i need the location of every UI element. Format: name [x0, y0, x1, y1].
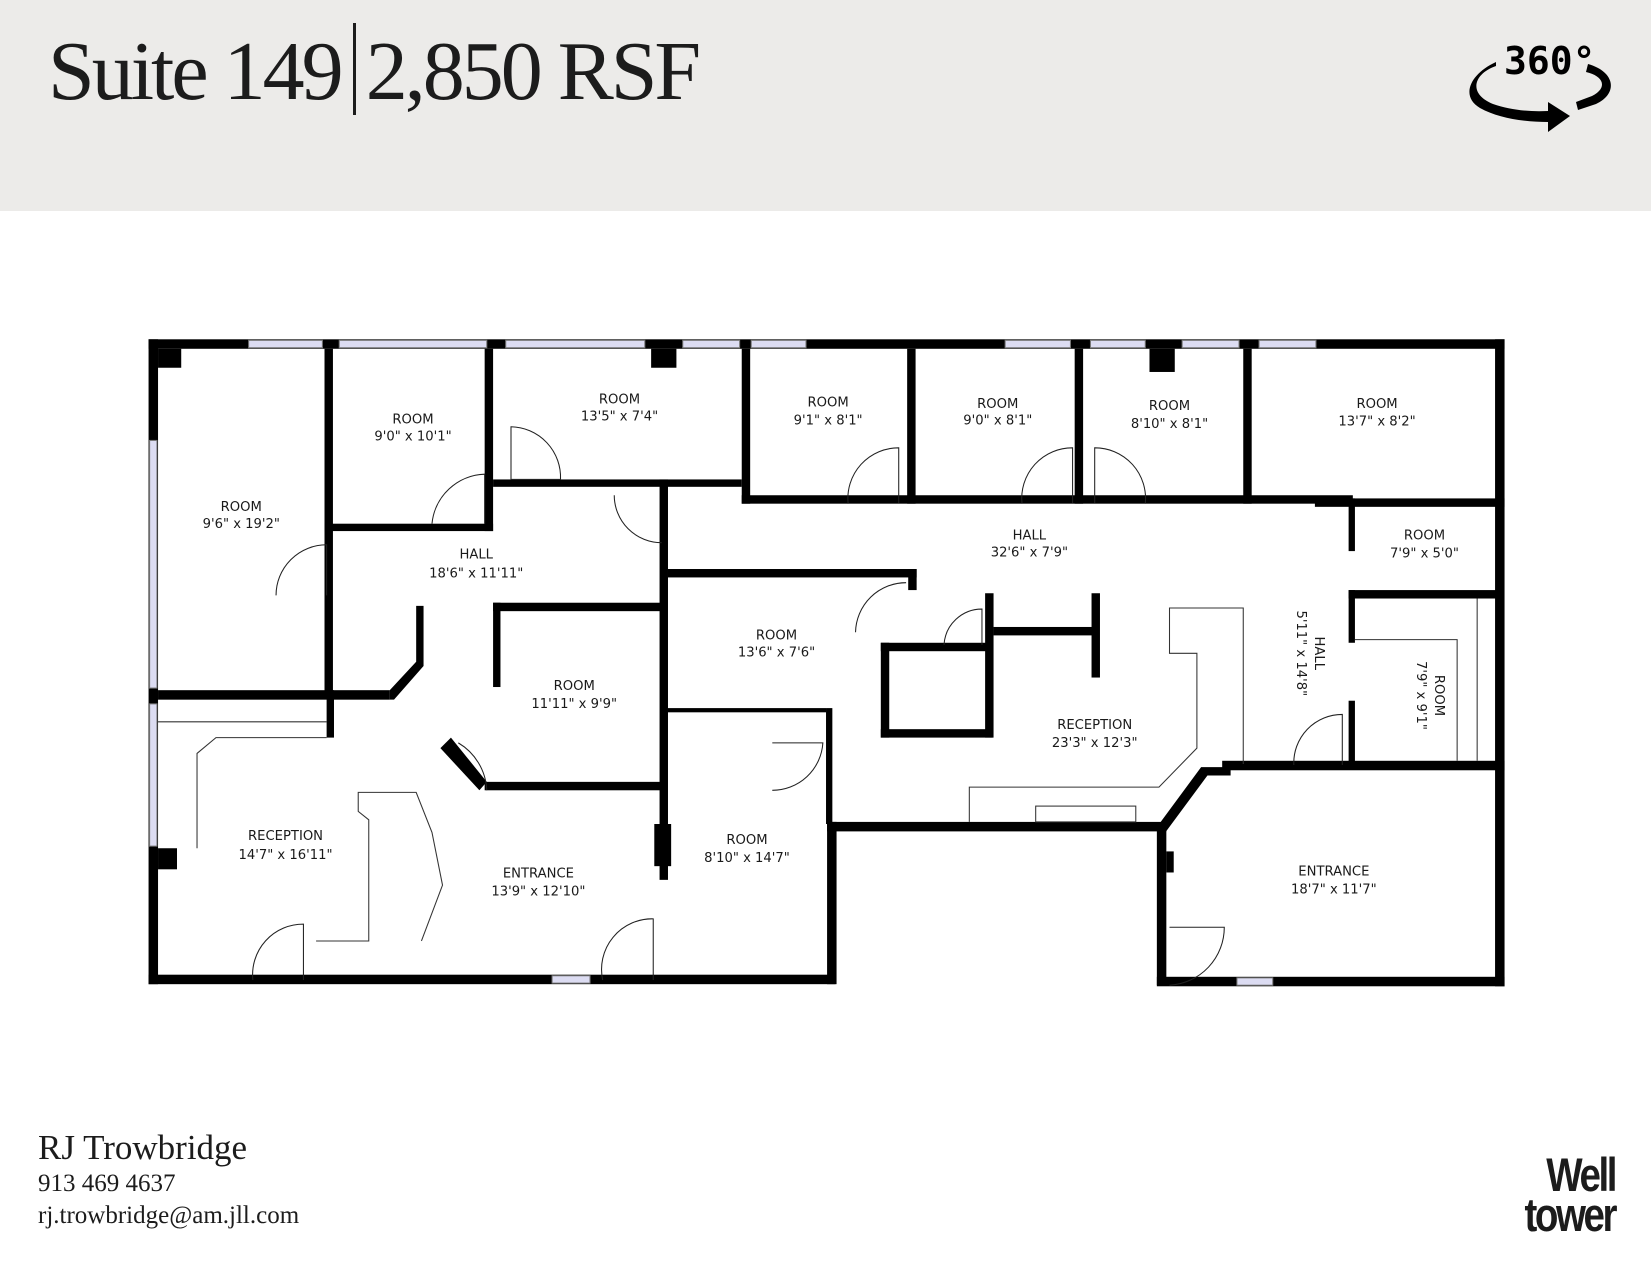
svg-text:32'6" x 7'9": 32'6" x 7'9" — [991, 545, 1068, 560]
suite-label: Suite 149 — [48, 25, 344, 118]
svg-text:13'7" x 8'2": 13'7" x 8'2" — [1338, 415, 1415, 430]
svg-text:11'11" x 9'9": 11'11" x 9'9" — [531, 697, 617, 712]
contact-name: RJ Trowbridge — [38, 1128, 248, 1167]
svg-text:ROOM: ROOM — [1404, 529, 1445, 544]
room-size: 9'6" x 19'2" — [203, 517, 280, 532]
svg-text:14'7" x 16'11": 14'7" x 16'11" — [238, 848, 332, 863]
svg-text:18'7" x 11'7": 18'7" x 11'7" — [1291, 883, 1377, 898]
svg-text:7'9" x 5'0": 7'9" x 5'0" — [1390, 546, 1459, 561]
svg-text:360°: 360° — [1504, 39, 1596, 83]
svg-text:ROOM: ROOM — [1431, 675, 1446, 716]
svg-text:ROOM: ROOM — [1149, 399, 1190, 414]
svg-text:9'1" x 8'1": 9'1" x 8'1" — [794, 414, 863, 429]
svg-text:ENTRANCE: ENTRANCE — [503, 867, 574, 882]
svg-text:ROOM: ROOM — [1356, 397, 1397, 412]
svg-text:5'11" x 14'8": 5'11" x 14'8" — [1293, 610, 1308, 696]
counters — [158, 598, 1478, 942]
svg-text:8'10" x 14'7": 8'10" x 14'7" — [704, 851, 790, 866]
svg-text:ROOM: ROOM — [726, 833, 767, 848]
welltower-logo: Well tower — [1517, 1148, 1618, 1241]
doors — [252, 426, 1343, 986]
svg-text:13'9" x 12'10": 13'9" x 12'10" — [491, 885, 585, 900]
svg-text:RECEPTION: RECEPTION — [1057, 718, 1132, 733]
svg-text:9'0" x 8'1": 9'0" x 8'1" — [963, 414, 1032, 429]
room-labels: ROOM 9'6" x 19'2" ROOM 9'0" x 10'1" ROOM… — [203, 393, 1459, 900]
svg-text:18'6" x 11'11": 18'6" x 11'11" — [429, 566, 523, 581]
svg-text:ROOM: ROOM — [392, 413, 433, 428]
svg-text:HALL: HALL — [1311, 637, 1326, 671]
svg-text:ROOM: ROOM — [554, 679, 595, 694]
svg-text:ROOM: ROOM — [756, 629, 797, 644]
contact-email[interactable]: rj.trowbridge@am.jll.com — [38, 1202, 300, 1229]
area-label: 2,850 RSF — [365, 25, 701, 118]
svg-text:RECEPTION: RECEPTION — [248, 829, 323, 844]
windows — [149, 339, 1317, 986]
contact-phone[interactable]: 913 469 4637 — [38, 1170, 176, 1197]
rotate-360-icon[interactable]: 360° — [1468, 38, 1618, 138]
logo-line-2: tower — [1524, 1188, 1618, 1241]
svg-text:HALL: HALL — [459, 547, 493, 562]
svg-text:ENTRANCE: ENTRANCE — [1298, 865, 1369, 880]
contact-block: RJ Trowbridge 913 469 4637 rj.trowbridge… — [38, 1128, 299, 1232]
svg-text:9'0" x 10'1": 9'0" x 10'1" — [374, 429, 451, 444]
svg-text:ROOM: ROOM — [808, 396, 849, 411]
svg-text:13'5" x 7'4": 13'5" x 7'4" — [581, 409, 658, 424]
title-divider — [352, 23, 356, 115]
svg-text:HALL: HALL — [1013, 529, 1047, 544]
room-label: ROOM — [221, 500, 262, 515]
header-band — [0, 0, 1651, 211]
logo-line-1: Well — [1546, 1148, 1617, 1201]
svg-text:7'9" x 9'1": 7'9" x 9'1" — [1413, 661, 1428, 730]
svg-text:ROOM: ROOM — [977, 397, 1018, 412]
svg-text:13'6" x 7'6": 13'6" x 7'6" — [738, 645, 815, 660]
svg-text:23'3" x 12'3": 23'3" x 12'3" — [1052, 736, 1138, 751]
svg-text:8'10" x 8'1": 8'10" x 8'1" — [1131, 417, 1208, 432]
svg-text:ROOM: ROOM — [599, 393, 640, 408]
